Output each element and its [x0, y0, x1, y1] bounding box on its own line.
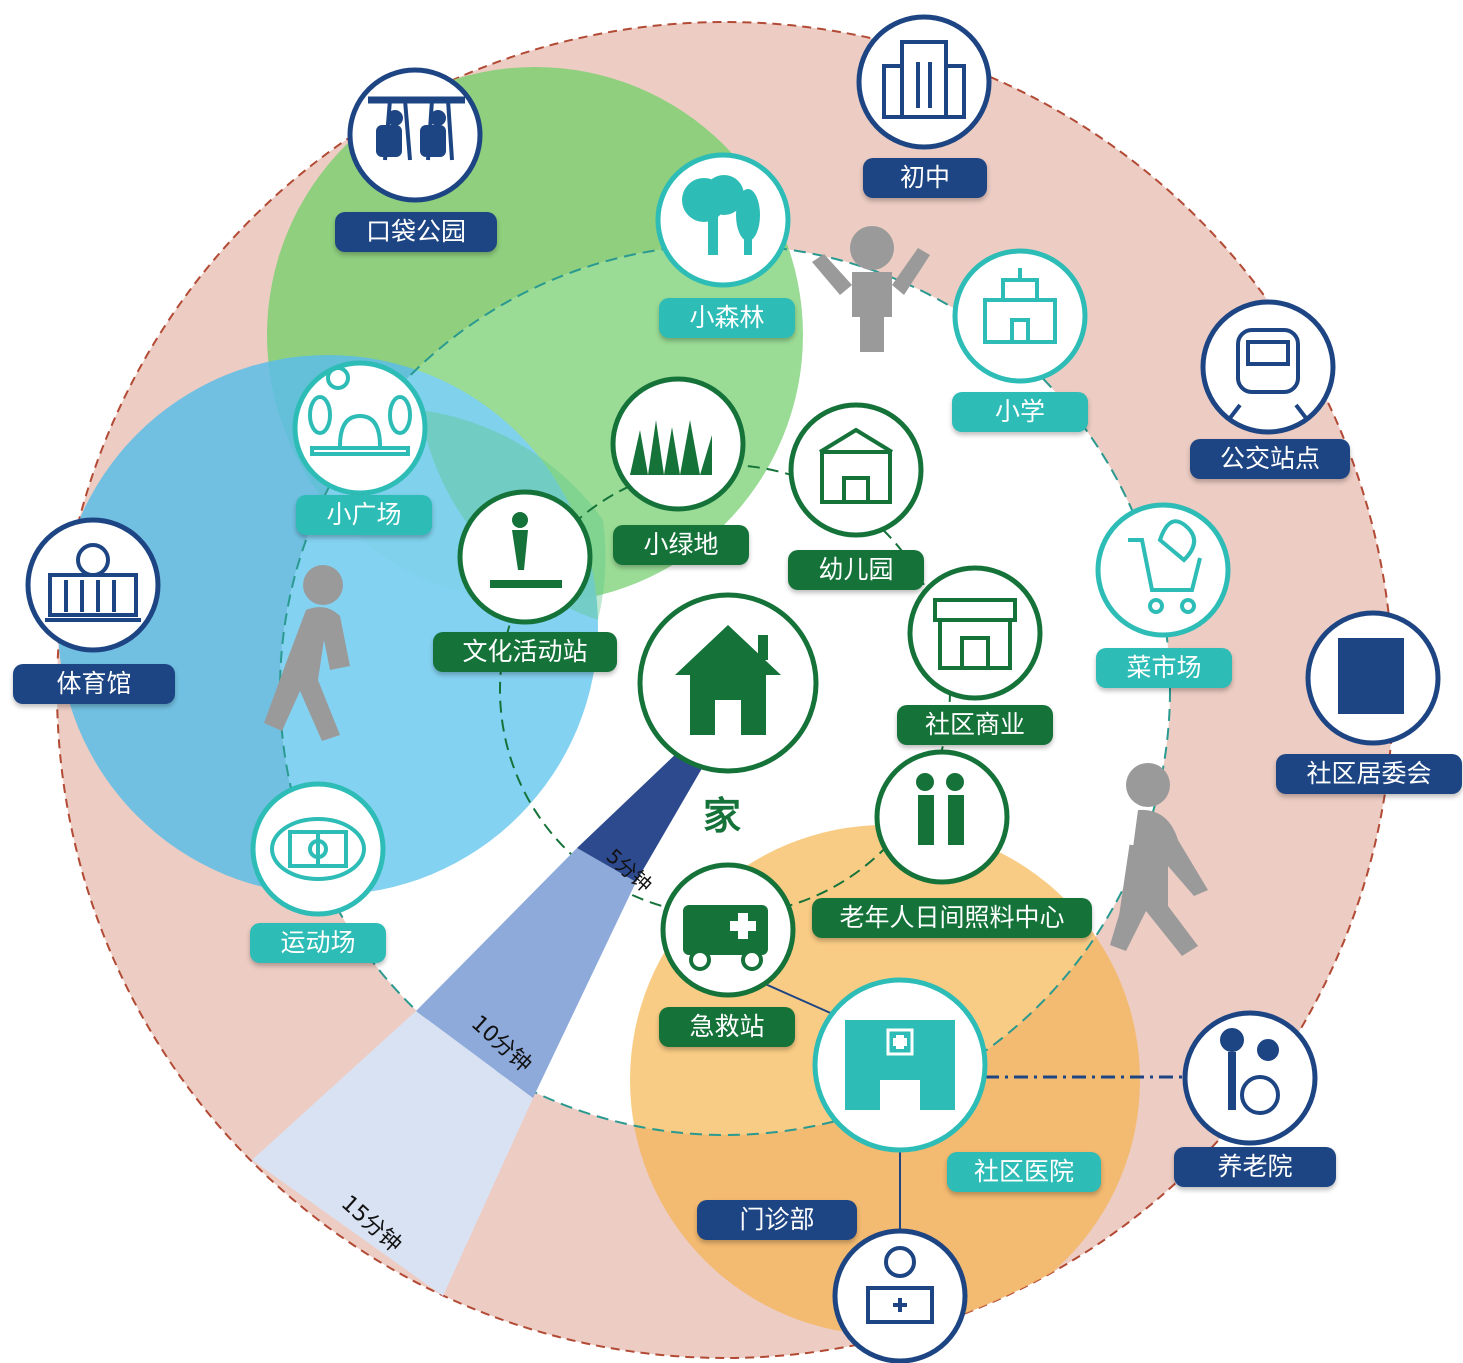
child-figure-icon: [812, 226, 930, 352]
label-first-aid: 急救站: [659, 1007, 795, 1047]
label-elderly-day-care: 老年人日间照料中心: [812, 898, 1092, 938]
small-forest-icon: [655, 152, 791, 288]
label-small-plaza: 小广场: [296, 495, 432, 535]
vegetable-market-icon: [1095, 502, 1231, 638]
label-sports-field: 运动场: [250, 923, 386, 963]
elderly-day-care-icon: [874, 749, 1010, 885]
bus-stop-icon: [1200, 299, 1336, 435]
label-kindergarten: 幼儿园: [788, 550, 924, 590]
community-commerce-icon: [907, 565, 1043, 701]
elderly-person-icon: [1110, 763, 1208, 956]
wedge-5min: [577, 750, 708, 882]
label-bus-stop: 公交站点: [1190, 439, 1350, 479]
outpatient-icon: [832, 1228, 968, 1363]
label-nursing-home: 养老院: [1174, 1147, 1336, 1187]
label-community-commerce: 社区商业: [897, 705, 1053, 745]
gymnasium-icon: [25, 517, 161, 653]
label-small-forest: 小森林: [659, 298, 795, 338]
label-pocket-park: 口袋公园: [335, 212, 497, 252]
wedge-10min: [416, 848, 636, 1098]
primary-school-icon: [952, 248, 1088, 384]
home-label: 家: [703, 794, 742, 838]
label-gymnasium: 体育馆: [13, 664, 175, 704]
walking-person-icon: [264, 565, 350, 741]
wedge-15min: [252, 1011, 533, 1296]
small-green-icon: [610, 376, 746, 512]
kindergarten-icon: [788, 402, 924, 538]
label-culture-station: 文化活动站: [433, 632, 617, 672]
small-plaza-icon: [292, 360, 428, 496]
label-vegetable-market: 菜市场: [1096, 648, 1232, 688]
label-junior-high: 初中: [863, 158, 987, 198]
label-small-green: 小绿地: [613, 525, 749, 565]
label-residents-committee: 社区居委会: [1276, 754, 1462, 794]
label-community-hospital: 社区医院: [947, 1152, 1101, 1192]
junior-high-icon: [856, 14, 992, 150]
label-primary-school: 小学: [952, 392, 1088, 432]
pocket-park-icon: [347, 67, 483, 203]
label-outpatient: 门诊部: [697, 1200, 857, 1240]
